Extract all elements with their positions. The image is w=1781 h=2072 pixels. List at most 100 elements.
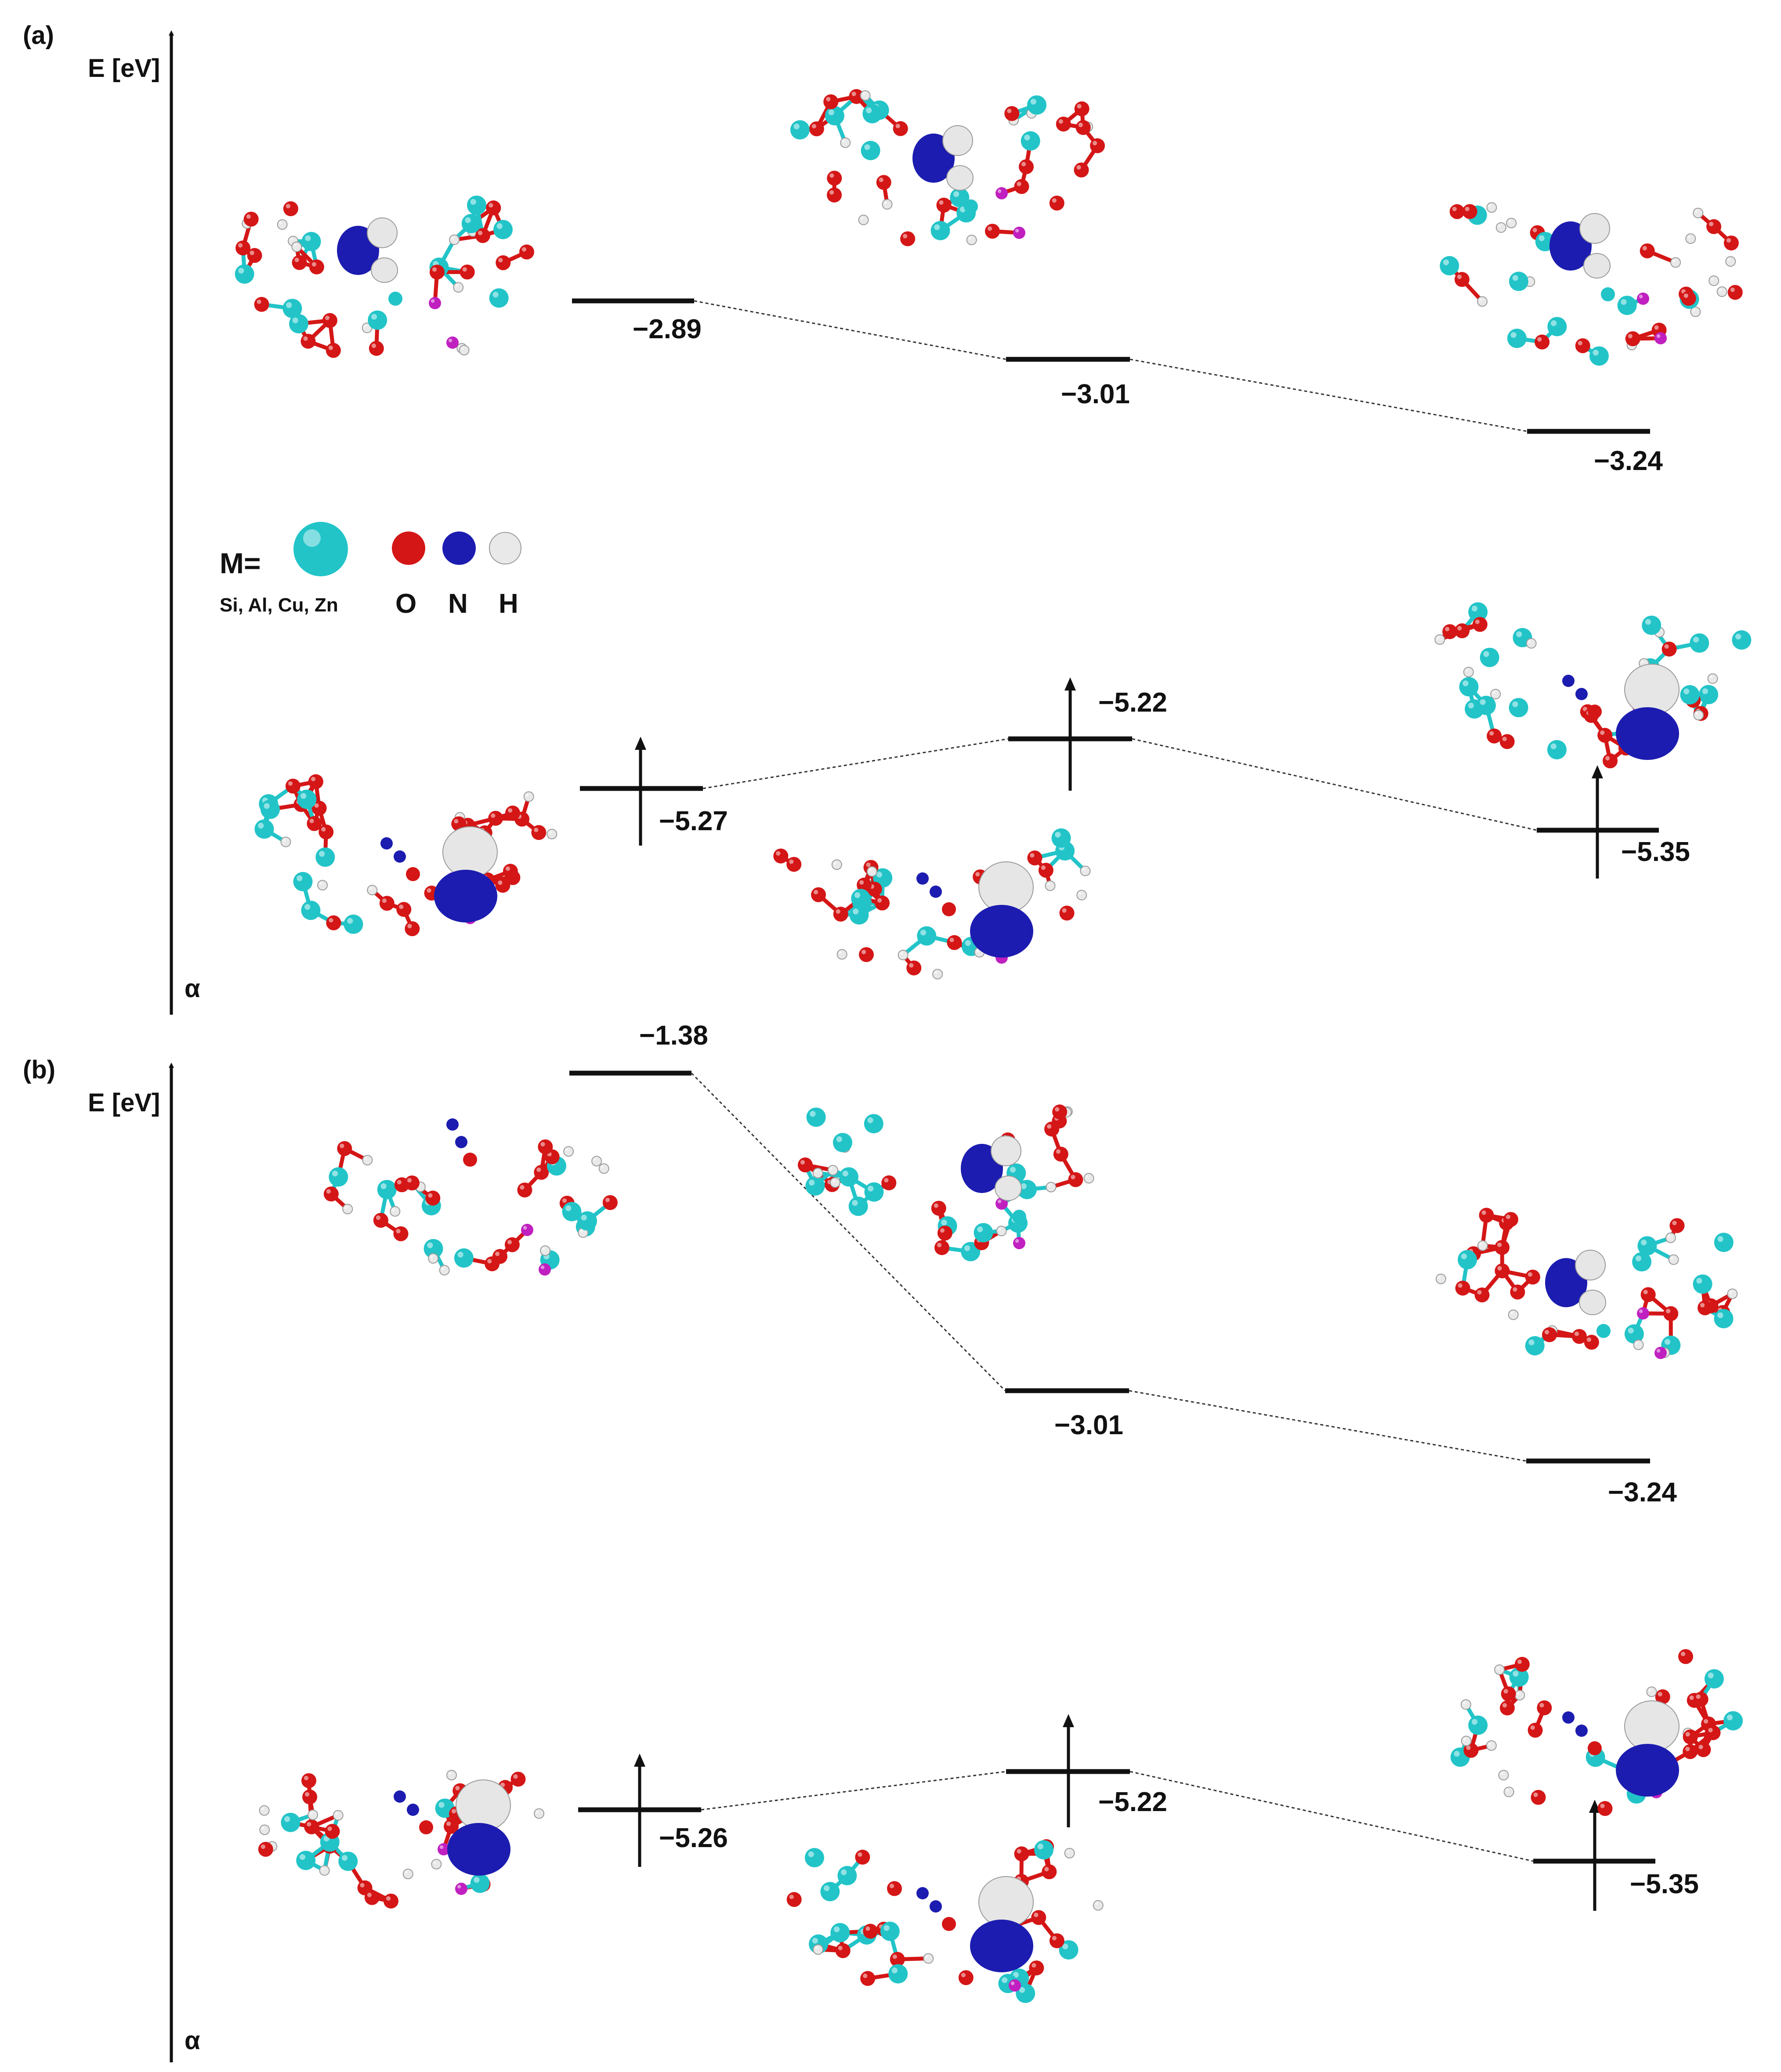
oxygen-atom: [1075, 120, 1091, 135]
highlight: [909, 963, 914, 968]
hydrogen-atom: [1076, 890, 1087, 900]
highlight: [1489, 731, 1494, 736]
hydrogen-atom: [1435, 1273, 1446, 1284]
hydrogen-atom: [534, 1808, 545, 1819]
adsorbate-atom: [455, 1136, 467, 1148]
highlight: [456, 814, 460, 817]
panel-a-axis-label: E [eV]: [88, 54, 160, 83]
oxygen-atom: [1454, 272, 1470, 287]
highlight: [900, 951, 903, 955]
highlight: [321, 1867, 325, 1870]
oxygen-atom: [304, 1819, 319, 1834]
highlight: [392, 1208, 395, 1211]
adsorbate-atom: [942, 902, 956, 916]
oxygen-atom: [1681, 291, 1696, 306]
hydrogen-atom: [1083, 1173, 1094, 1184]
oxygen-atom: [1059, 905, 1075, 921]
oxygen-atom: [1575, 338, 1590, 354]
highlight: [1471, 1719, 1478, 1725]
highlight: [562, 1198, 567, 1203]
adsorbate-atom: [406, 867, 420, 881]
oxygen-atom: [855, 1849, 870, 1865]
highlight: [889, 1884, 894, 1888]
highlight: [432, 267, 437, 272]
highlight: [360, 1883, 365, 1888]
highlight: [1488, 204, 1491, 207]
highlight: [1048, 1184, 1051, 1187]
highlight: [520, 1185, 525, 1190]
level-value: −5.22: [1098, 687, 1167, 718]
oxygen-atom: [1053, 1146, 1068, 1162]
hydrogen-atom: [1494, 1664, 1505, 1675]
orbital-lobe: [1616, 1744, 1679, 1797]
oxygen-atom: [283, 201, 298, 217]
highlight: [1532, 228, 1537, 232]
metal-atom: [1476, 695, 1496, 715]
highlight: [1458, 1283, 1462, 1288]
highlight: [1645, 619, 1651, 625]
highlight: [826, 97, 831, 101]
highlight: [961, 1973, 966, 1978]
oxygen-atom: [1662, 641, 1677, 657]
highlight: [839, 951, 842, 955]
adsorbate-atom: [930, 886, 942, 898]
atom-legend: M= Si, Al, Cu, Zn O N H: [220, 522, 521, 619]
highlight: [341, 1855, 348, 1861]
highlight: [314, 803, 319, 808]
metal-atom: [1642, 615, 1662, 635]
oxygen-atom: [1603, 753, 1618, 769]
highlight: [858, 1852, 862, 1857]
highlight: [427, 1242, 433, 1248]
highlight: [1056, 1149, 1061, 1154]
highlight: [968, 237, 972, 240]
hydrogen-atom: [563, 1146, 574, 1157]
highlight: [1077, 104, 1082, 108]
highlight: [1452, 206, 1457, 211]
highlight: [332, 1171, 338, 1177]
oxygen-atom: [833, 907, 848, 922]
highlight: [1508, 220, 1511, 223]
highlight: [1055, 832, 1061, 838]
metal-atom: [888, 1964, 908, 1984]
highlight: [311, 262, 317, 267]
highlight: [329, 918, 333, 923]
oxygen-atom: [811, 887, 826, 902]
metal-atom: [974, 1223, 993, 1243]
highlight: [883, 1925, 890, 1931]
oxygen-atom: [876, 175, 891, 190]
adsorbate-atom: [463, 1153, 477, 1167]
level-value: −5.35: [1630, 1869, 1699, 1899]
oxygen-atom: [947, 935, 962, 950]
highlight: [1703, 1719, 1709, 1724]
oxygen-atom: [258, 1842, 273, 1857]
hydrogen-atom: [1514, 1690, 1525, 1701]
oxygen-atom: [1669, 1218, 1685, 1233]
highlight: [965, 940, 971, 946]
highlight: [396, 1229, 401, 1233]
highlight: [1021, 1183, 1027, 1189]
orbital-model-b-bottom-left: [258, 1770, 545, 1909]
oxygen-atom: [307, 816, 322, 831]
metal-atom: [1440, 256, 1459, 275]
highlight: [1574, 1331, 1579, 1336]
hydrogen-atom: [449, 234, 460, 245]
highlight: [451, 236, 454, 240]
oxygen-atom: [1678, 1649, 1694, 1664]
highlight: [789, 859, 794, 864]
oxygen-atom: [1525, 1269, 1540, 1285]
highlight: [293, 243, 297, 247]
highlight: [347, 918, 353, 924]
highlight: [367, 1892, 372, 1898]
highlight: [1502, 1703, 1507, 1708]
highlight: [1683, 688, 1690, 694]
highlight: [1492, 691, 1495, 694]
highlight: [1498, 224, 1501, 228]
highlight: [1672, 259, 1676, 262]
oxygen-atom: [887, 1881, 902, 1896]
highlight: [1680, 1652, 1686, 1656]
metal-atom: [1693, 1274, 1712, 1294]
oxygen-atom: [405, 921, 420, 937]
highlight: [997, 1199, 1002, 1204]
adsorbate-atom: [916, 1887, 929, 1899]
highlight: [997, 189, 1002, 193]
